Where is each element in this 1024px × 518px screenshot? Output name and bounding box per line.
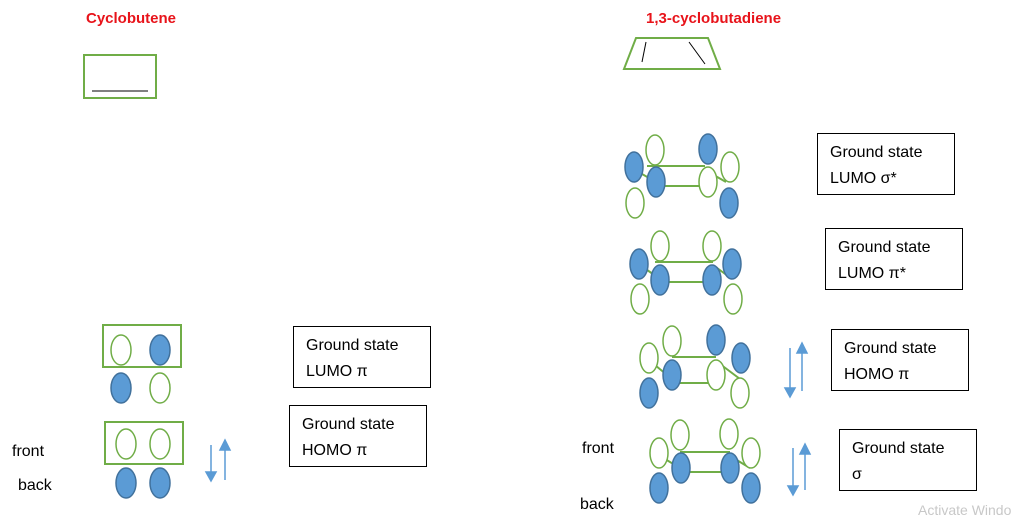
- left-front-label: front: [12, 443, 45, 460]
- box-line-1: Ground state: [306, 337, 399, 354]
- cyclobutadiene-sigma-orbital: [649, 418, 761, 504]
- lobe-open: [149, 372, 171, 404]
- lobe-filled: [149, 467, 171, 499]
- cyclobutadiene-sigma-electron-arrows: [786, 442, 812, 497]
- cyclobutene-structure: [83, 54, 157, 99]
- box-line-1: Ground state: [838, 239, 931, 256]
- lobe-filled: [115, 467, 137, 499]
- cyclobutene-ring: [83, 54, 157, 99]
- homo-bond-box: [104, 421, 184, 465]
- cyclobutene-homo-orbital: [104, 421, 184, 499]
- cyclobutadiene-homo-electron-arrows: [783, 341, 809, 399]
- cyclobutadiene-homo-pi-orbital: [639, 324, 751, 409]
- lobe-open: [115, 428, 137, 460]
- lobe-filled: [110, 372, 132, 404]
- right-back-label: back: [580, 496, 614, 513]
- lumo-bond-box: [102, 324, 182, 368]
- box-line-2: LUMO π: [306, 363, 368, 380]
- box-line-2: σ: [852, 466, 862, 483]
- left-back-label: back: [18, 477, 52, 494]
- cyclobutadiene-title: 1,3-cyclobutadiene: [646, 10, 782, 27]
- cyclobutene-electron-arrows: [204, 438, 232, 483]
- lobe-open: [110, 334, 132, 366]
- box-line-1: Ground state: [852, 440, 945, 457]
- activate-windows-watermark: Activate Windo: [918, 502, 1012, 518]
- cyclobutadiene-bond-right: [688, 41, 706, 65]
- cyclobutene-lumo-orbital: [102, 324, 182, 404]
- right-front-label: front: [582, 440, 615, 457]
- cyclobutene-homo-label-box: Ground state HOMO π: [289, 405, 427, 467]
- cyclobutadiene-structure: [622, 37, 722, 70]
- box-line-2: HOMO π: [844, 366, 910, 383]
- cyclobutadiene-lumo-pi-star-box: Ground state LUMO π*: [825, 228, 963, 290]
- cyclobutadiene-lumo-sigma-star-box: Ground state LUMO σ*: [817, 133, 955, 195]
- lobe-open: [149, 428, 171, 460]
- box-line-1: Ground state: [844, 340, 937, 357]
- cyclobutadiene-sigma-box: Ground state σ: [839, 429, 977, 491]
- cyclobutadiene-lumo-pi-star-orbital: [629, 230, 743, 315]
- cyclobutene-lumo-label-box: Ground state LUMO π: [293, 326, 431, 388]
- box-line-2: LUMO σ*: [830, 170, 897, 187]
- box-line-1: Ground state: [302, 416, 395, 433]
- cyclobutadiene-ring: [622, 37, 722, 70]
- lobe-filled: [149, 334, 171, 366]
- box-line-2: HOMO π: [302, 442, 368, 459]
- box-line-2: LUMO π*: [838, 265, 906, 282]
- cyclobutadiene-lumo-sigma-star-orbital: [624, 133, 740, 219]
- box-line-1: Ground state: [830, 144, 923, 161]
- cyclobutadiene-homo-pi-box: Ground state HOMO π: [831, 329, 969, 391]
- cyclobutadiene-bond-left: [641, 41, 647, 63]
- cyclobutene-title: Cyclobutene: [86, 10, 177, 27]
